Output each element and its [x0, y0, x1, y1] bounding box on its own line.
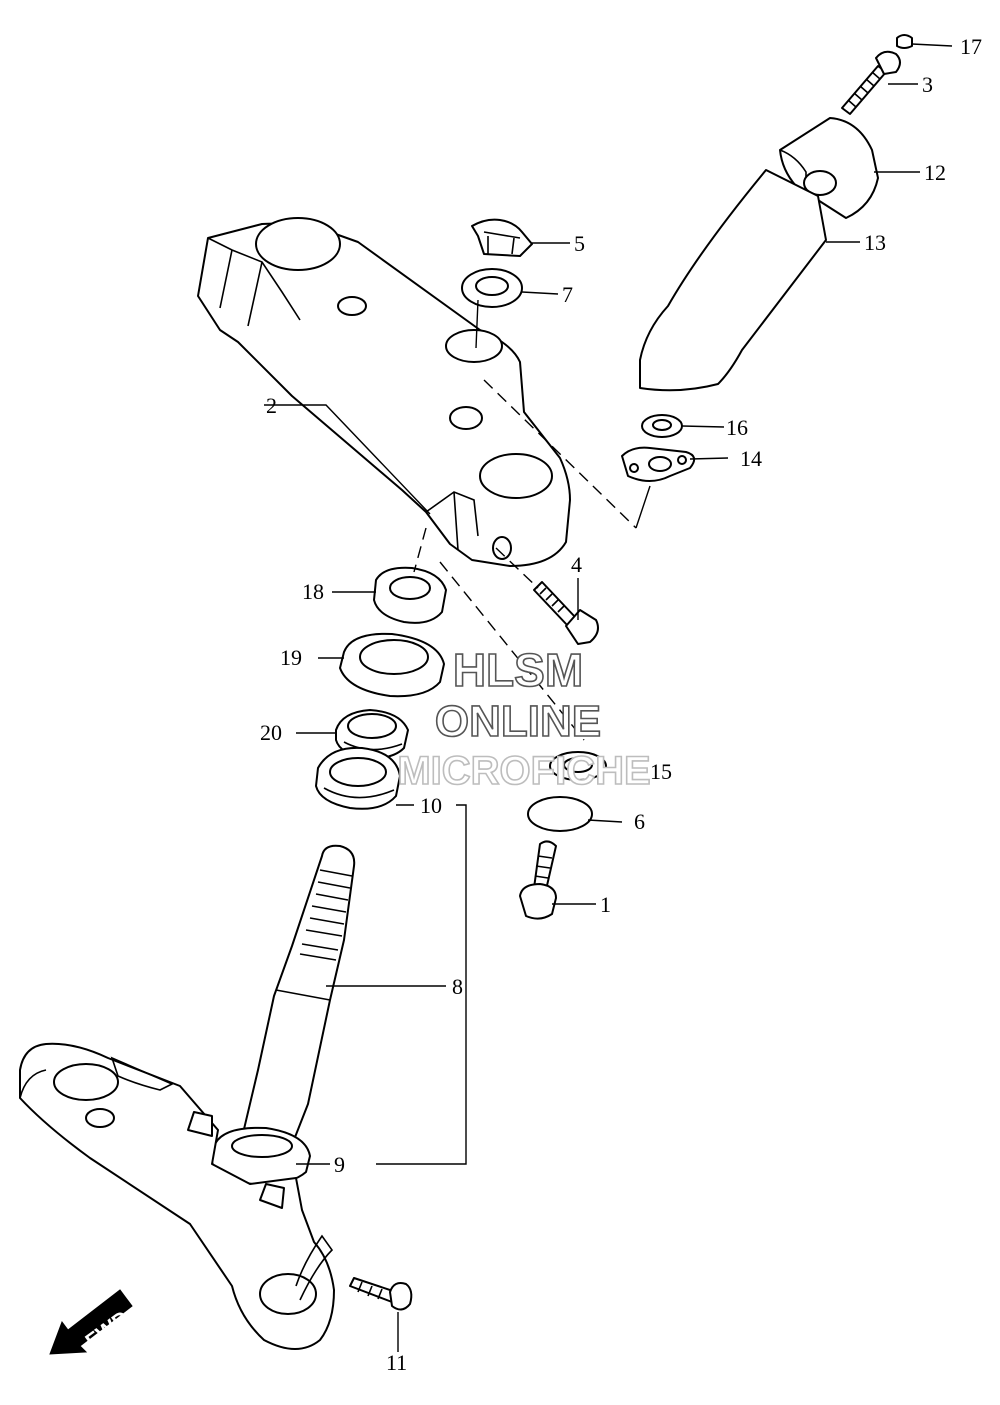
part-19-dust-seal	[339, 632, 445, 698]
callout-7: 7	[562, 282, 573, 307]
part-17-clip	[896, 34, 913, 49]
callout-9: 9	[334, 1152, 345, 1177]
watermark-line-1: HLSM	[453, 644, 583, 696]
part-4-bolt	[533, 581, 599, 645]
part-13-handlebar	[639, 169, 827, 392]
callout-12: 12	[924, 160, 946, 185]
callout-2: 2	[266, 393, 277, 418]
part-12-clamp	[779, 117, 879, 219]
part-16-washer	[641, 414, 683, 438]
callout-18: 18	[302, 579, 324, 604]
lower-bracket	[19, 1042, 335, 1350]
part-15-washer	[549, 751, 607, 781]
part-8-steering-stem	[239, 844, 356, 1151]
part-10-lower-bearing	[315, 746, 401, 810]
watermark: HLSM ONLINE MICROFICHE	[397, 643, 652, 794]
part-5-cap-nut	[471, 218, 533, 257]
callout-8: 8	[452, 974, 463, 999]
callout-17: 17	[960, 34, 982, 59]
callout-3: 3	[922, 72, 933, 97]
callout-5: 5	[574, 231, 585, 256]
part-20-upper-bearing	[335, 709, 409, 760]
callout-14: 14	[740, 446, 762, 471]
callout-1: 1	[600, 892, 611, 917]
part-11-bolt	[349, 1277, 413, 1311]
part-7-washer	[461, 268, 523, 308]
callout-11: 11	[386, 1350, 407, 1375]
part-9-seal	[211, 1126, 311, 1186]
part-1-bolt	[519, 840, 557, 920]
watermark-line-2: ONLINE	[435, 697, 601, 746]
part-3-bolt	[841, 50, 901, 115]
callout-16: 16	[726, 415, 748, 440]
callout-numbers: 17 3 12 13 5 7 2 16 14 4 18 19 20 15 10 …	[260, 34, 982, 1375]
callout-4: 4	[571, 552, 582, 577]
watermark-line-3: MICROFICHE	[397, 749, 650, 793]
callout-19: 19	[280, 645, 302, 670]
part-18-castle-nut	[373, 566, 447, 624]
part-2-upper-bracket	[197, 217, 571, 567]
callout-13: 13	[864, 230, 886, 255]
fwd-arrow-icon: FWD	[49, 1289, 134, 1355]
part-14-plate	[621, 446, 696, 482]
callout-20: 20	[260, 720, 282, 745]
callout-10: 10	[420, 793, 442, 818]
part-6-washer	[527, 796, 593, 832]
callout-6: 6	[634, 809, 645, 834]
callout-15: 15	[650, 759, 672, 784]
leader-lines	[264, 43, 953, 1352]
